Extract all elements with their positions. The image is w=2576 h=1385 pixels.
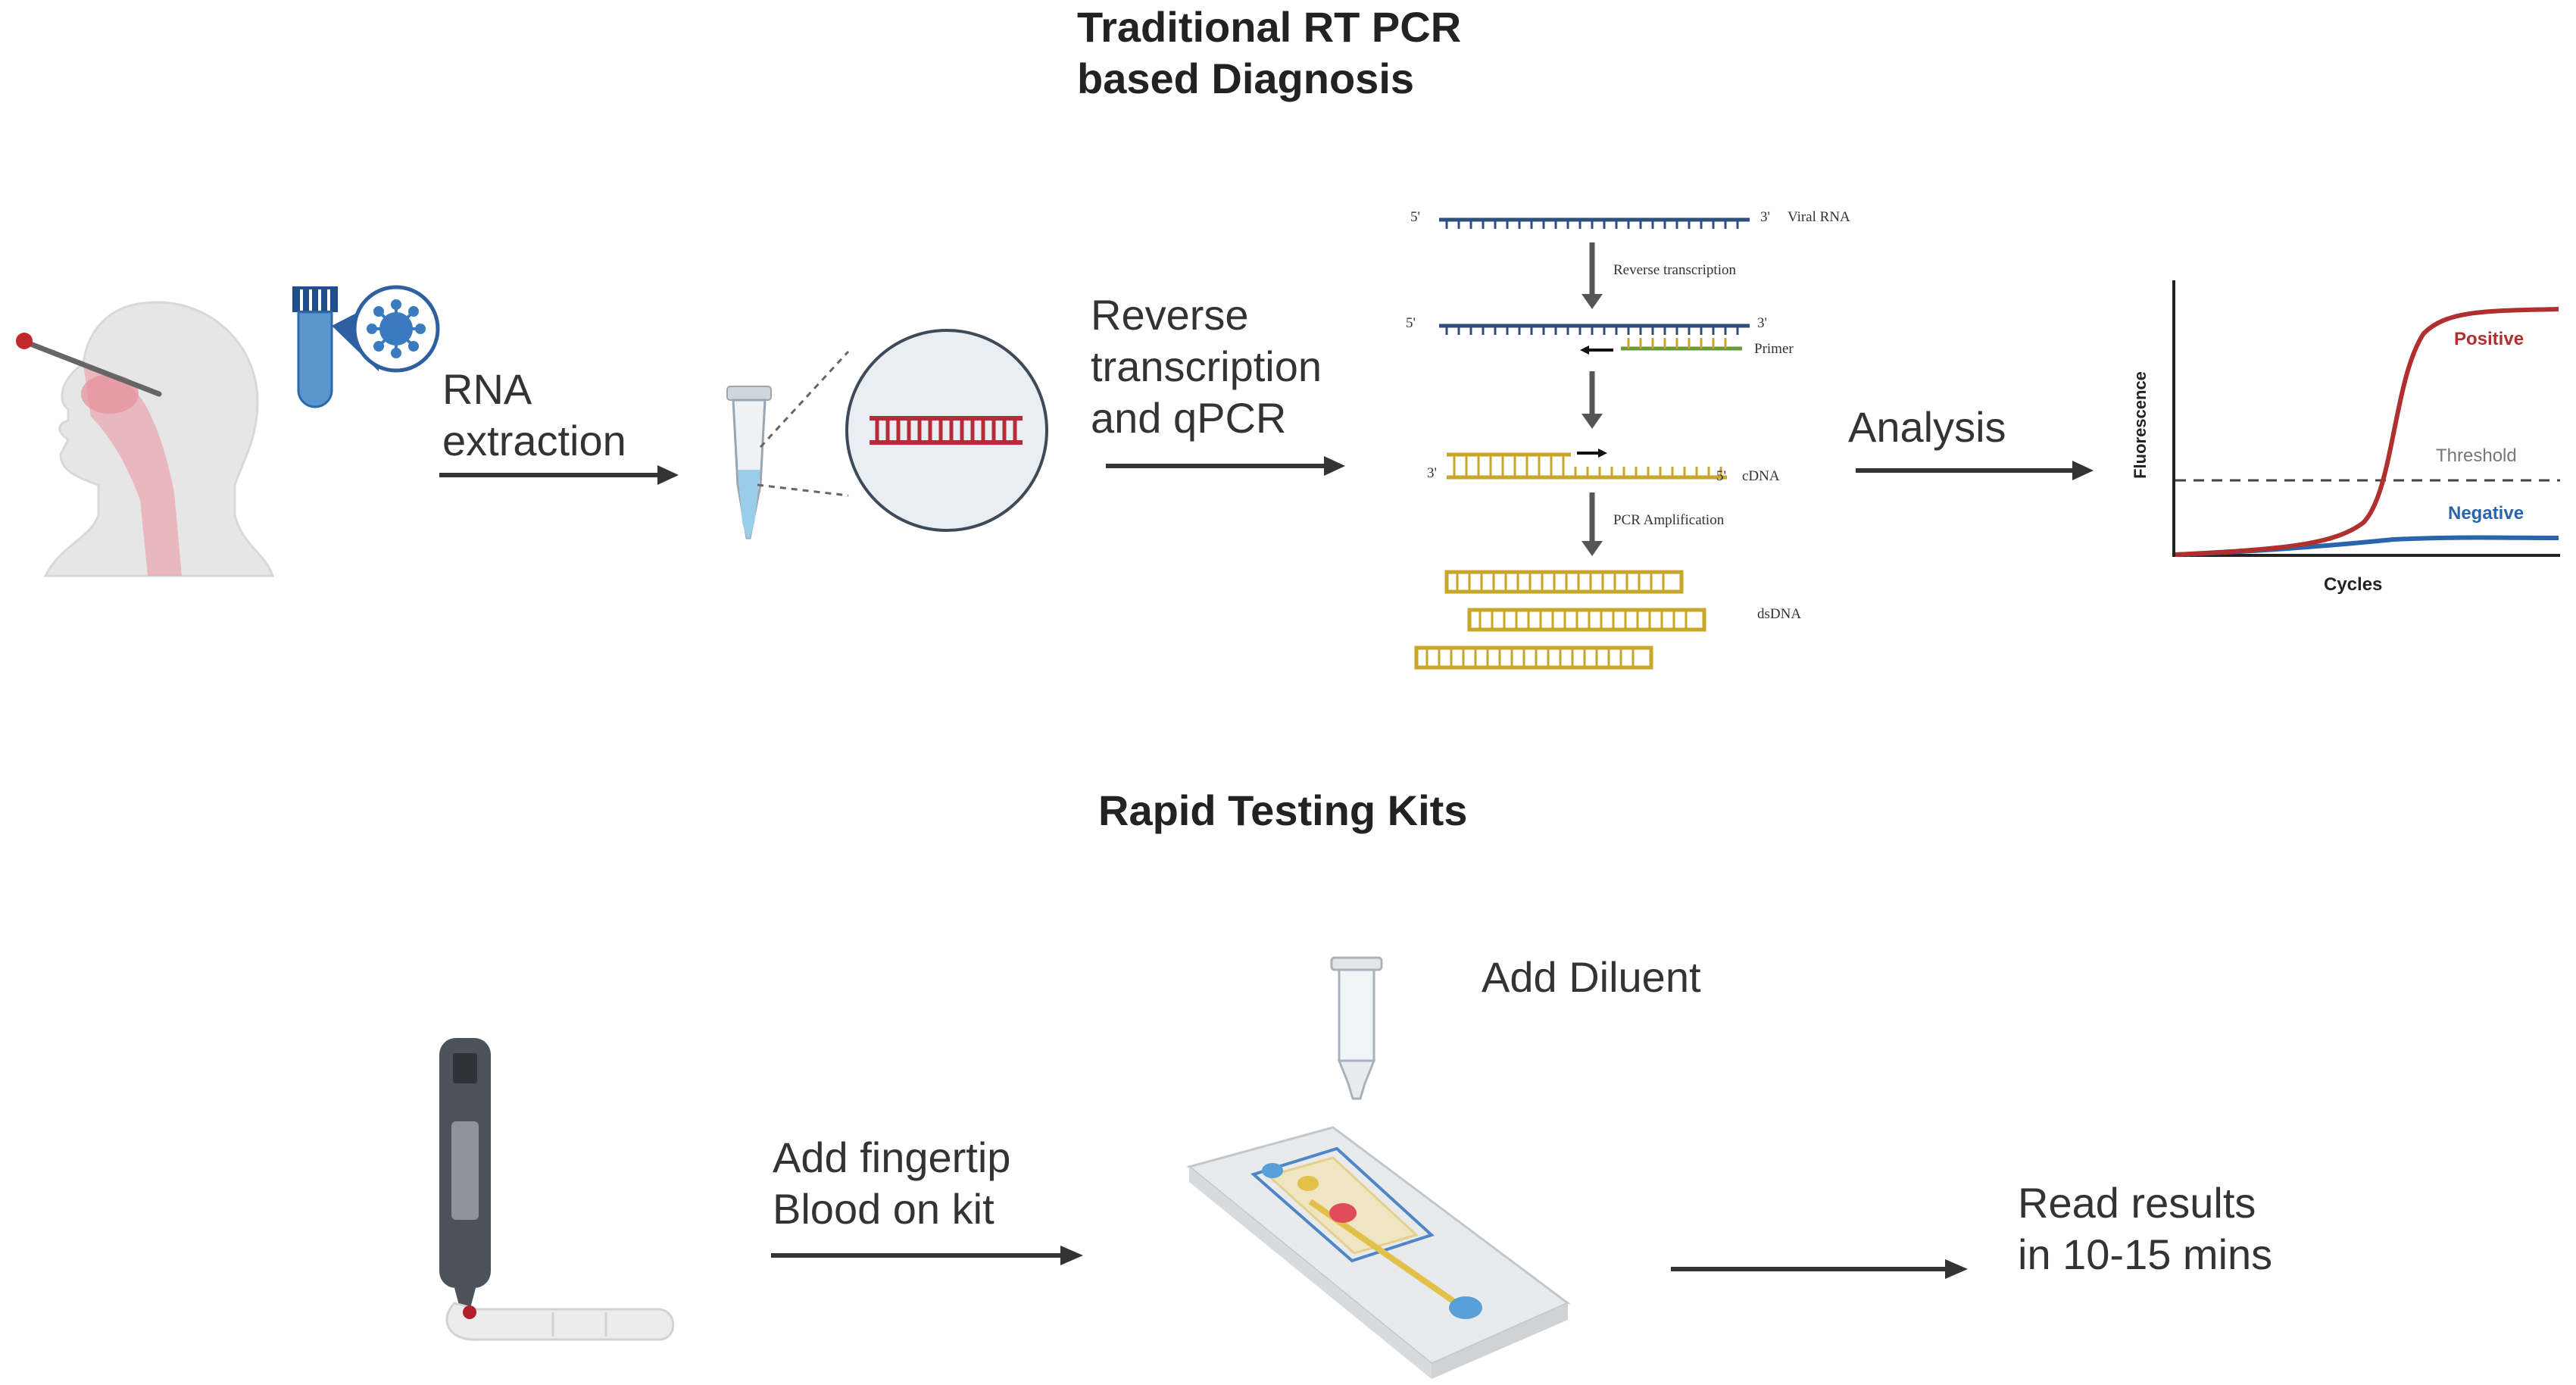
negative-label: Negative (2448, 503, 2524, 524)
arrow-analysis (1856, 461, 2094, 480)
dsdna-label: dsDNA (1757, 606, 1802, 622)
rna-5prime-label: 5' (1410, 209, 1420, 225)
cdna-3prime-label: 3' (1427, 465, 1437, 481)
pcr-amplification-label: PCR Amplification (1613, 512, 1725, 528)
chart-xlabel: Cycles (2324, 574, 2383, 595)
lancet-finger-illustration (439, 1038, 675, 1341)
reverse-transcription-label: Reverse transcription and qPCR (1091, 291, 1322, 442)
analysis-label: Analysis (1848, 403, 2006, 451)
read-results-label: Read results in 10-15 mins (2018, 1179, 2273, 1278)
rapid-title: Rapid Testing Kits (1098, 786, 1468, 834)
positive-curve (2175, 307, 2559, 557)
arrow-reverse-transcription (1106, 456, 1345, 476)
add-fingertip-blood-label: Add fingertip Blood on kit (773, 1133, 1011, 1233)
virus-sample-tube-icon (292, 285, 440, 408)
rtpcr-title: Traditional RT PCR based Diagnosis (1077, 3, 1462, 102)
rna-3prime-label: 3' (1760, 209, 1770, 225)
positive-label: Positive (2454, 329, 2524, 349)
arrow-read-results (1671, 1259, 1968, 1279)
rapid-test-cassette (1186, 1126, 1570, 1379)
reverse-transcription-step-label: Reverse transcription (1613, 262, 1736, 278)
cdna-label: cDNA (1742, 468, 1780, 484)
primer-label: Primer (1754, 341, 1794, 357)
viral-rna-label: Viral RNA (1788, 209, 1850, 225)
threshold-label: Threshold (2436, 446, 2517, 466)
patient-swab-illustration (16, 301, 275, 577)
microtube-rna-magnified (726, 329, 1048, 539)
strand2-3prime-label: 3' (1757, 315, 1767, 331)
qpcr-amplification-chart (2172, 280, 2560, 557)
add-diluent-label: Add Diluent (1482, 953, 1701, 1001)
diluent-dropper-illustration (1330, 956, 1383, 1100)
rna-extraction-label: RNA extraction (442, 365, 626, 464)
arrow-add-blood (771, 1246, 1083, 1265)
arrow-rna-extraction (439, 465, 679, 485)
strand2-5prime-label: 5' (1406, 315, 1416, 331)
rt-qpcr-mechanism-diagram (1414, 217, 1750, 670)
chart-ylabel: Fluorescence (2130, 371, 2150, 479)
cdna-5prime-label: 5' (1716, 468, 1726, 484)
